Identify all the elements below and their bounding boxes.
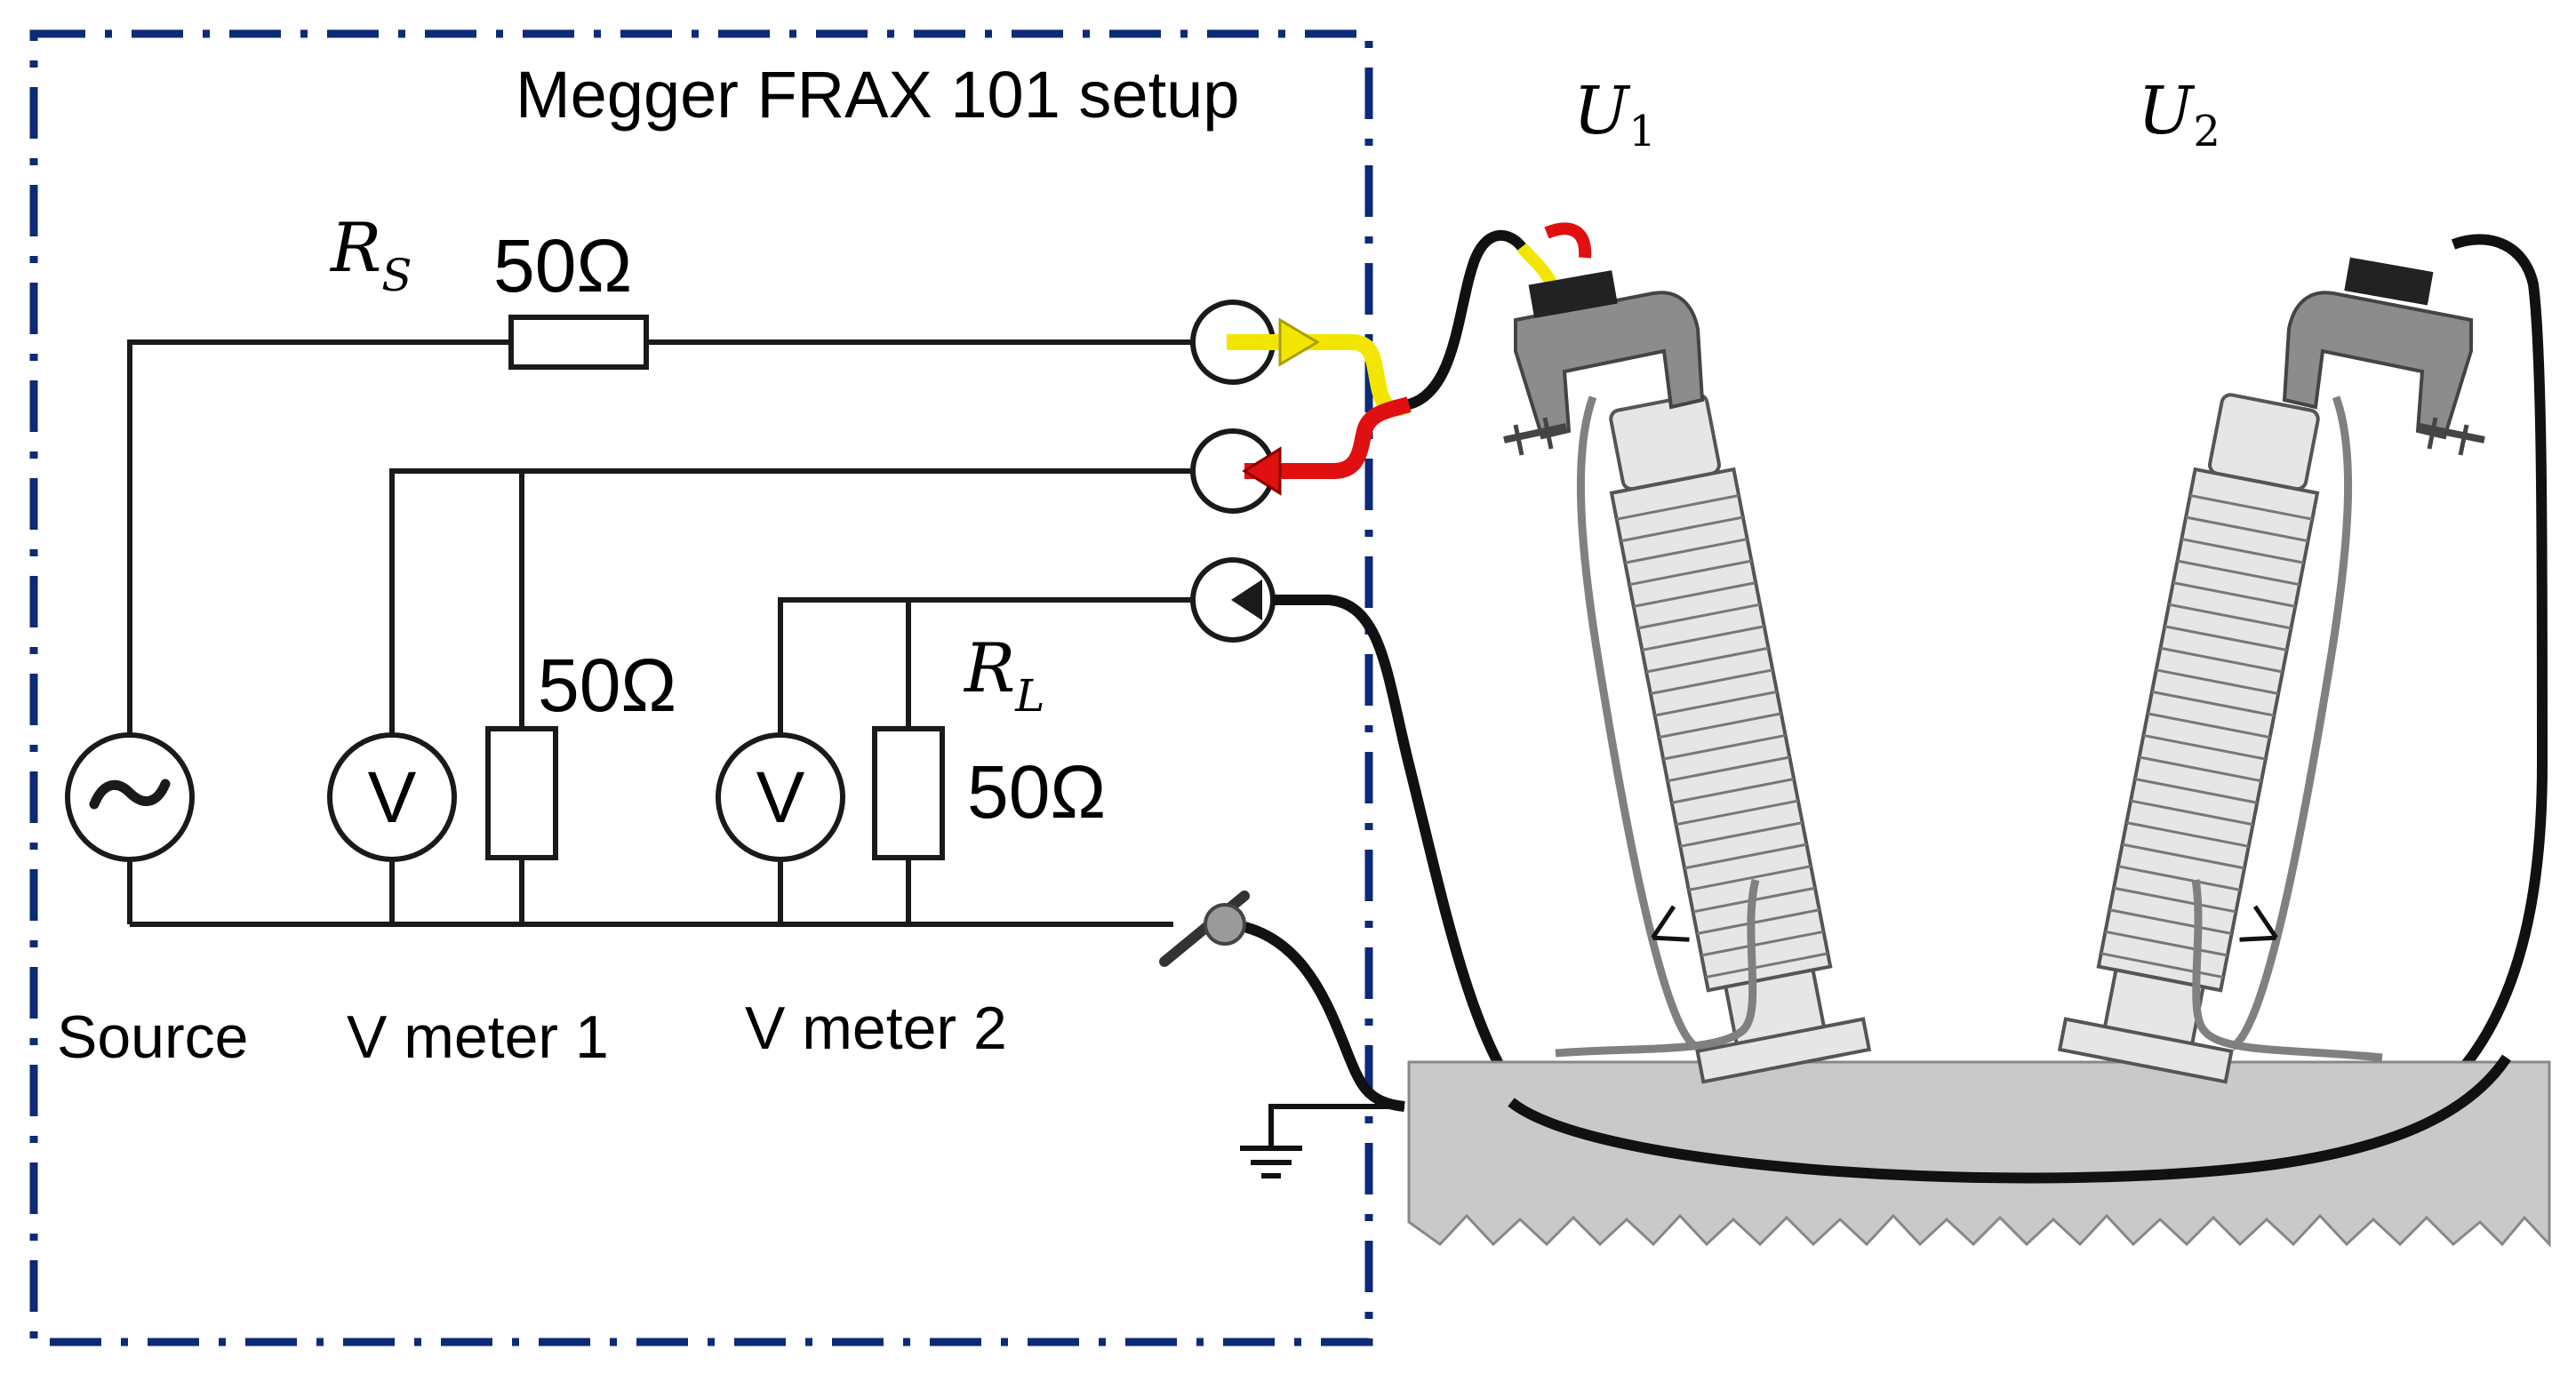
bushing-u2-icon: [2057, 393, 2353, 1084]
ground-link: [1268, 1104, 1404, 1146]
tilde-icon: [89, 779, 171, 810]
meas-arrow-icon: [1231, 579, 1262, 620]
red-lead: [1244, 396, 1412, 479]
strap-u2: [2191, 879, 2383, 1062]
red-arrow-icon: [1242, 446, 1282, 496]
vmeter2-label: V meter 2: [745, 995, 1007, 1062]
voltmeter-2-icon: [716, 732, 845, 862]
source-label: Source: [57, 1003, 248, 1071]
voltmeter-1-symbol: V: [368, 757, 417, 838]
u1-cable: [1406, 229, 1526, 410]
u2-cable: [1273, 234, 2548, 1189]
yellow-arrow-icon: [1278, 317, 1320, 367]
ground-plate: [1407, 1060, 2551, 1248]
u2-label: U2: [2138, 73, 2220, 156]
voltmeter-1-icon: [327, 732, 457, 862]
v1-res-value: 50Ω: [538, 643, 676, 727]
clamp-u1-icon: [1503, 270, 1705, 456]
clamp-u2-icon: [2282, 257, 2485, 456]
ground-lead: [1230, 919, 1405, 1112]
ground-icon: [1240, 1146, 1302, 1178]
rl-value: 50Ω: [967, 750, 1106, 834]
vmeter1-label: V meter 1: [347, 1003, 609, 1071]
clamp-red-stub: [1544, 222, 1592, 259]
u1-label: U1: [1573, 73, 1656, 156]
u2-cable-over-plate: [1508, 1054, 2511, 1184]
strap-u1: [1555, 878, 1760, 1058]
setup-title: Megger FRAX 101 setup: [516, 58, 1239, 132]
bushing-u1-icon: [1576, 393, 1872, 1084]
circuit-wires: [127, 340, 1191, 927]
ground-clamp-icon: [1204, 903, 1246, 946]
voltmeter-2-symbol: V: [756, 757, 805, 838]
rl-label: RL: [963, 628, 1044, 722]
resistor-rs-icon: [508, 315, 649, 370]
resistor-v1-icon: [485, 726, 558, 860]
rs-label: RS: [329, 208, 412, 301]
rs-value: 50Ω: [493, 224, 632, 308]
setup-frame: [29, 29, 1373, 1346]
clamp-yellow-stub: [1516, 243, 1557, 286]
resistor-rl-icon: [872, 726, 945, 860]
